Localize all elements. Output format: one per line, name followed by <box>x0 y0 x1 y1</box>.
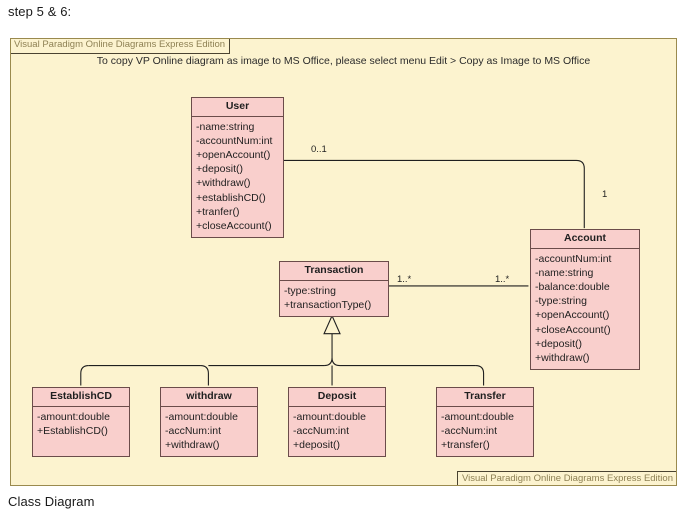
multiplicity-transaction-account-right: 1..* <box>495 274 510 285</box>
uml-class-title: Account <box>531 230 639 249</box>
uml-member: +openAccount() <box>535 309 610 322</box>
uml-member: -amount:double <box>37 410 110 423</box>
uml-member: -accountNum:int <box>196 134 273 147</box>
uml-member: +closeAccount() <box>535 323 611 336</box>
uml-member: -accountNum:int <box>535 252 612 265</box>
uml-class-members: -amount:double -accNum:int +deposit() <box>289 407 385 457</box>
multiplicity-user-account-1: 1 <box>602 189 608 200</box>
uml-member: -name:string <box>535 266 594 279</box>
step-caption: step 5 & 6: <box>8 4 72 19</box>
uml-member: -balance:double <box>535 280 610 293</box>
uml-class-withdraw[interactable]: withdraw -amount:double -accNum:int +wit… <box>160 387 258 458</box>
uml-class-title: Deposit <box>289 388 385 407</box>
uml-member: +tranfer() <box>196 205 240 218</box>
uml-class-members: -accountNum:int -name:string -balance:do… <box>531 249 639 370</box>
watermark-top-left: Visual Paradigm Online Diagrams Express … <box>11 39 231 54</box>
uml-member: +deposit() <box>293 438 340 451</box>
multiplicity-user-account-0-1: 0..1 <box>311 144 327 155</box>
copy-instruction-banner: To copy VP Online diagram as image to MS… <box>96 55 591 67</box>
uml-member: +openAccount() <box>196 148 271 161</box>
diagram-connector-layer <box>80 159 585 386</box>
uml-class-transaction[interactable]: Transaction -type:string +transactionTyp… <box>279 261 389 317</box>
uml-member: +transactionType() <box>284 298 372 311</box>
uml-member: +closeAccount() <box>196 219 272 232</box>
uml-class-members: -amount:double -accNum:int +withdraw() <box>161 407 257 457</box>
uml-class-members: -type:string +transactionType() <box>280 281 388 316</box>
uml-member: -amount:double <box>441 410 514 423</box>
uml-member: +withdraw() <box>165 438 220 451</box>
uml-member: +deposit() <box>196 163 243 176</box>
uml-class-account[interactable]: Account -accountNum:int -name:string -ba… <box>530 229 640 371</box>
uml-class-establishcd[interactable]: EstablishCD -amount:double +EstablishCD(… <box>32 387 130 457</box>
uml-class-deposit[interactable]: Deposit -amount:double -accNum:int +depo… <box>288 387 386 458</box>
uml-member: +transfer() <box>441 438 490 451</box>
uml-class-title: withdraw <box>161 388 257 407</box>
uml-member: +deposit() <box>535 337 582 350</box>
uml-class-transfer[interactable]: Transfer -amount:double -accNum:int +tra… <box>436 387 534 458</box>
uml-member: -accNum:int <box>441 424 498 437</box>
uml-class-members: -amount:double +EstablishCD() <box>33 407 129 456</box>
uml-class-members: -amount:double -accNum:int +transfer() <box>437 407 533 457</box>
uml-class-user[interactable]: User -name:string -accountNum:int +openA… <box>191 97 284 239</box>
uml-member: -type:string <box>535 295 587 308</box>
uml-member: +EstablishCD() <box>37 424 108 437</box>
multiplicity-transaction-account-left: 1..* <box>397 274 412 285</box>
uml-class-title: Transfer <box>437 388 533 407</box>
uml-member: -type:string <box>284 284 336 297</box>
uml-class-members: -name:string -accountNum:int +openAccoun… <box>192 117 283 238</box>
uml-member: +establishCD() <box>196 191 266 204</box>
uml-member: -accNum:int <box>293 424 350 437</box>
uml-member: +withdraw() <box>535 351 590 364</box>
uml-member: -amount:double <box>165 410 238 423</box>
figure-caption: Class Diagram <box>8 494 95 509</box>
inheritance-triangle <box>323 314 341 335</box>
association-user-account <box>282 159 585 229</box>
uml-member: -accNum:int <box>165 424 222 437</box>
uml-class-title: User <box>192 98 283 117</box>
generalization-tree <box>80 333 485 386</box>
uml-member: -name:string <box>196 120 255 133</box>
uml-member: -amount:double <box>293 410 366 423</box>
diagram-canvas: 0..1 1 1..* 1..* User -name:string -acco… <box>10 38 677 486</box>
uml-class-title: EstablishCD <box>33 388 129 407</box>
uml-class-title: Transaction <box>280 262 388 281</box>
watermark-bottom-right: Visual Paradigm Online Diagrams Express … <box>456 470 676 485</box>
uml-member: +withdraw() <box>196 177 251 190</box>
